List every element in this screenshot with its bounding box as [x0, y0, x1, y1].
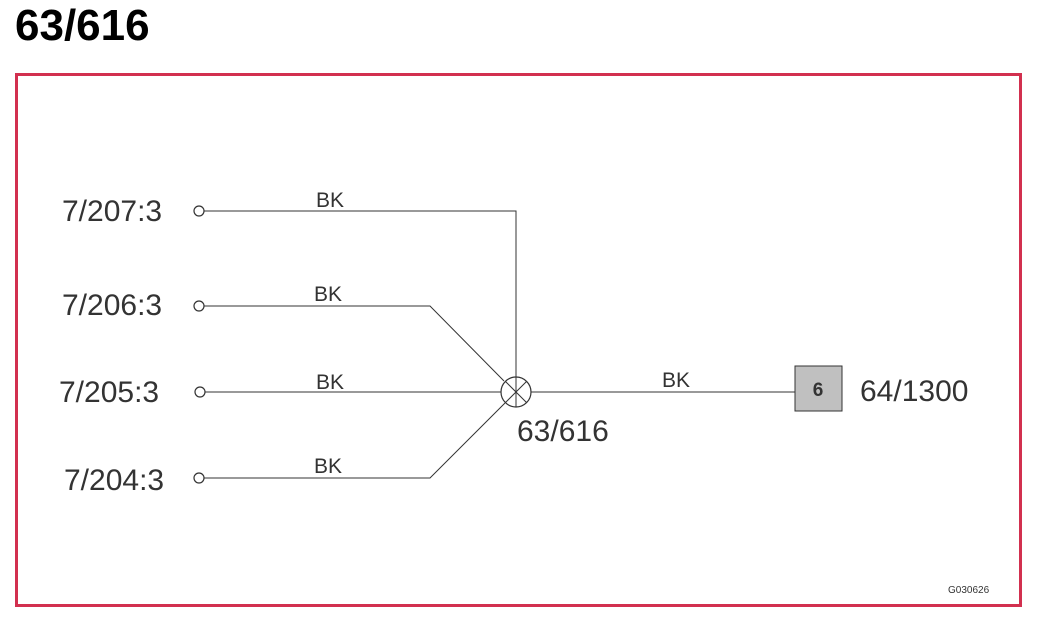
- wire-color-label: BK: [314, 283, 342, 306]
- page-title: 63/616: [15, 1, 150, 50]
- wire-7-204: [204, 402, 506, 479]
- terminal-7-207: [193, 205, 205, 217]
- wire-color-label: BK: [662, 369, 690, 392]
- pin-number: 6: [813, 380, 824, 401]
- wire-color-label: BK: [314, 455, 342, 478]
- diagram-frame: [15, 73, 1022, 607]
- terminal-7-205: [194, 386, 206, 398]
- connector-label-7-205: 7/205:3: [59, 376, 159, 409]
- figure-code: G030626: [948, 585, 990, 596]
- wire-color-label: BK: [316, 189, 344, 212]
- terminal-7-206: [193, 300, 205, 312]
- connector-label-7-204: 7/204:3: [64, 464, 164, 497]
- connector-label-7-206: 7/206:3: [62, 289, 162, 322]
- connector-label-7-207: 7/207:3: [62, 195, 162, 228]
- wire-color-label: BK: [316, 371, 344, 394]
- pin-box: [794, 365, 843, 412]
- wire-7-207: [204, 210, 517, 378]
- splice-icon: [500, 376, 532, 408]
- wire-7-206: [204, 305, 505, 382]
- splice-label: 63/616: [517, 415, 609, 448]
- component-label: 64/1300: [860, 375, 968, 408]
- terminal-7-204: [193, 472, 205, 484]
